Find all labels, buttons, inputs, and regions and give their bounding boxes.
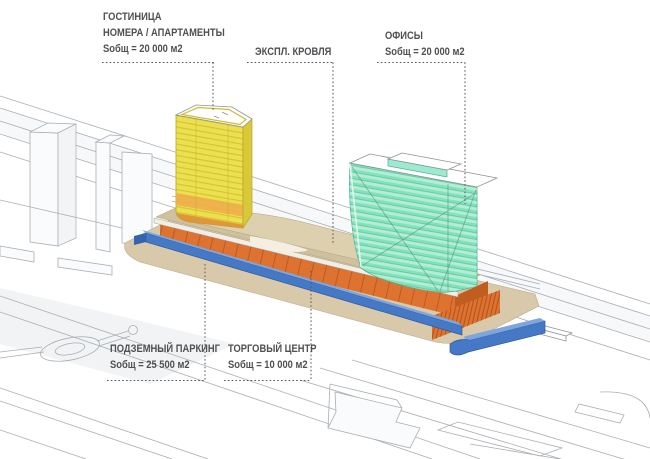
mall-label-area: Sобщ = 10 000 м2	[228, 359, 308, 371]
hotel-roof-rim	[179, 106, 248, 126]
mall-label: ТОРГОВЫЙ ЦЕНТР Sобщ = 10 000 м2	[228, 341, 316, 373]
blue-ramp-top	[463, 318, 545, 340]
hotel-label-area: Sобщ = 20 000 м2	[103, 43, 183, 55]
roof-deck-canopy	[250, 236, 308, 252]
offices-penthouse-roof	[386, 152, 463, 171]
blue-strip-top	[142, 230, 462, 326]
road-line	[0, 95, 650, 305]
mall-label-title: ТОРГОВЫЙ ЦЕНТР	[228, 343, 317, 355]
mall-podium-mullions	[160, 224, 455, 316]
hotel-roof-marks	[213, 111, 229, 119]
offices-label-area: Sобщ = 20 000 м2	[385, 46, 465, 58]
roof-label-title: ЭКСПЛ. КРОВЛЯ	[255, 46, 332, 58]
roundabout	[0, 325, 138, 362]
blue-ramp	[449, 320, 546, 356]
hotel-label-title: ГОСТИНИЦА	[103, 11, 162, 23]
offices-tower-edge-highlight	[349, 163, 362, 268]
parking-label: ПОДЗЕМНЫЙ ПАРКИНГ Sобщ = 25 500 м2	[110, 341, 220, 373]
offices-tower-bracing	[351, 166, 477, 292]
leader-lines	[102, 62, 466, 381]
offices-label-title: ОФИСЫ	[385, 30, 423, 42]
wireframe-buildings-left	[0, 122, 153, 276]
hotel-label: ГОСТИНИЦА НОМЕРА / АПАРТАМЕНТЫ Sобщ = 20…	[103, 9, 225, 57]
hotel-tower	[174, 104, 253, 230]
hotel-label-subtitle: НОМЕРА / АПАРТАМЕНТЫ	[103, 27, 225, 39]
roof-label: ЭКСПЛ. КРОВЛЯ	[255, 44, 331, 60]
hotel-tower-side-face	[242, 118, 253, 230]
wireframe-buildings-bottom	[327, 383, 650, 459]
offices-label: ОФИСЫ Sобщ = 20 000 м2	[385, 28, 465, 60]
water-elements	[134, 230, 546, 356]
blue-strip-left-cap	[134, 233, 146, 245]
wireframe-streets-foreground	[0, 288, 650, 459]
parking-label-area: Sобщ = 25 500 м2	[110, 359, 190, 371]
offices-tower	[348, 152, 499, 293]
parking-label-title: ПОДЗЕМНЫЙ ПАРКИНГ	[110, 343, 220, 355]
offices-tower-stripes	[349, 163, 477, 293]
hotel-tower-facade-details	[176, 115, 243, 228]
